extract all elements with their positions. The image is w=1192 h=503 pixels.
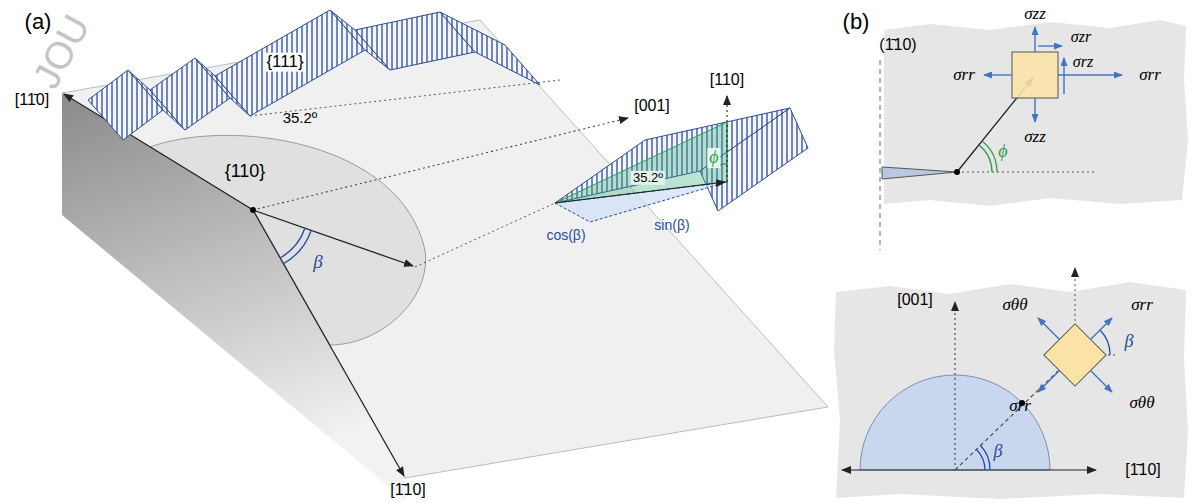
material-ground [834, 282, 1188, 499]
beta-arc [283, 231, 311, 264]
symbol-label: ϕ [998, 142, 1007, 162]
beta-arc [280, 228, 305, 258]
symbol-label: β [313, 252, 322, 273]
prism-face [700, 108, 808, 211]
symbol-label: σzz [1024, 128, 1046, 147]
strip-face [88, 70, 163, 140]
crack-tip [954, 169, 960, 175]
phi-triangle [555, 122, 727, 203]
beta-triangle [555, 182, 727, 222]
symbol-label: β [1125, 332, 1134, 352]
beta-arc [1100, 330, 1110, 355]
material-ground [884, 20, 1188, 206]
axis-label: 35.2º [283, 110, 318, 127]
axis-label: (1̄10) [879, 36, 916, 54]
symbol-label: σrr [953, 66, 975, 85]
symbol-label: σrr [1009, 397, 1031, 416]
axis-label: [1̄10] [1125, 461, 1161, 479]
origin-dot [250, 207, 256, 213]
zigzag-111-surface [88, 10, 540, 140]
strip-face [150, 58, 230, 130]
dotted-guide [415, 203, 555, 267]
beta-arc [980, 445, 990, 470]
dotted-guide [1075, 268, 1076, 326]
stress-arrows [1038, 318, 1112, 392]
symbol-label: σzz [1024, 5, 1046, 24]
axis-arrow [726, 96, 727, 182]
phi-arc [982, 141, 997, 172]
plane-110 [62, 20, 828, 478]
stress-arrows [984, 27, 1122, 122]
axis-arrow [954, 302, 955, 465]
strip-face [215, 10, 365, 116]
axis-label: (b) [843, 10, 870, 34]
beta-arrow [253, 210, 413, 266]
axis-label: cos(β) [546, 228, 585, 243]
dotted-guide [957, 172, 1095, 173]
symbol-label: ϕ [707, 148, 720, 168]
axis-label: [11̄0] [15, 91, 49, 109]
beta-arc [976, 449, 985, 470]
axis-label: {111} [264, 53, 305, 72]
symbol-label: σzr [1071, 28, 1091, 46]
axis-label: sin(β) [654, 218, 689, 233]
axis-label: [001] [634, 97, 670, 115]
axis-label: {110} [225, 162, 266, 182]
strip-face [440, 12, 540, 85]
crack-wedge [882, 167, 957, 179]
symbol-label: σrr [1131, 296, 1153, 315]
radius-line [955, 371, 1058, 470]
axis-label: (a) [25, 10, 52, 34]
symbol-label: σrz [1073, 53, 1093, 71]
axis-label: 35.2º [631, 171, 665, 185]
axis-label: [1̄10] [390, 481, 426, 499]
symbol-label: σθθ [1129, 394, 1154, 413]
stress-element [1012, 52, 1058, 98]
symbol-label: σθθ [1002, 296, 1027, 315]
semicircle-110 [150, 135, 426, 345]
axis-arrow [253, 210, 404, 476]
axis-arrow [842, 469, 1096, 470]
plane-trace [880, 60, 881, 250]
symbol-label: σrr [1139, 66, 1161, 85]
axis-label: [001] [897, 291, 933, 309]
axis-label: [110] [710, 71, 744, 89]
symbol-label: β [994, 442, 1003, 462]
